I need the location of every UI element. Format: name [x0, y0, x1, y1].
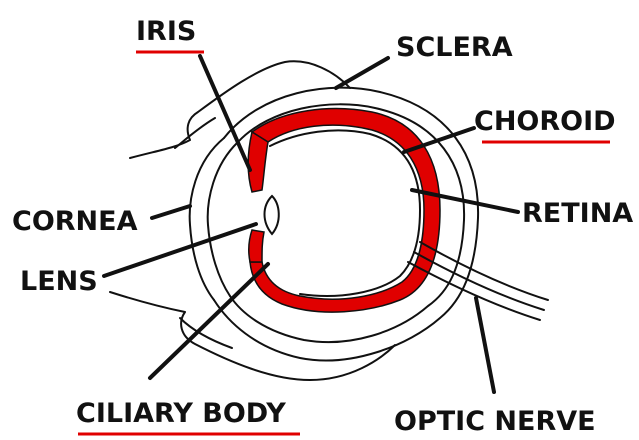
iris-leader-line [200, 56, 250, 170]
iris-label: IRIS [136, 16, 196, 47]
sclera-leader-line [336, 58, 388, 88]
optic-nerve-label: OPTIC NERVE [394, 406, 596, 437]
iris-upper-flap [248, 132, 268, 192]
cornea-leader-line [152, 206, 190, 218]
choroid-label: CHOROID [474, 106, 616, 137]
optic-nerve-leader-line [476, 298, 494, 392]
ciliary-body-leader-line [150, 264, 268, 378]
cornea-inner-outline [208, 142, 238, 296]
upper-eyelid-crease [175, 118, 215, 148]
sclera-label: SCLERA [396, 32, 513, 63]
lens-shape [265, 196, 279, 234]
cornea-label: CORNEA [12, 206, 138, 237]
retina-label: RETINA [522, 198, 633, 229]
optic-nerve-outline-upper [420, 242, 548, 300]
ciliary-body-label: CILIARY BODY [76, 398, 286, 429]
retina-inner-outline [270, 130, 420, 296]
lens-label: LENS [20, 266, 98, 297]
iris-lower-flap [249, 230, 264, 262]
